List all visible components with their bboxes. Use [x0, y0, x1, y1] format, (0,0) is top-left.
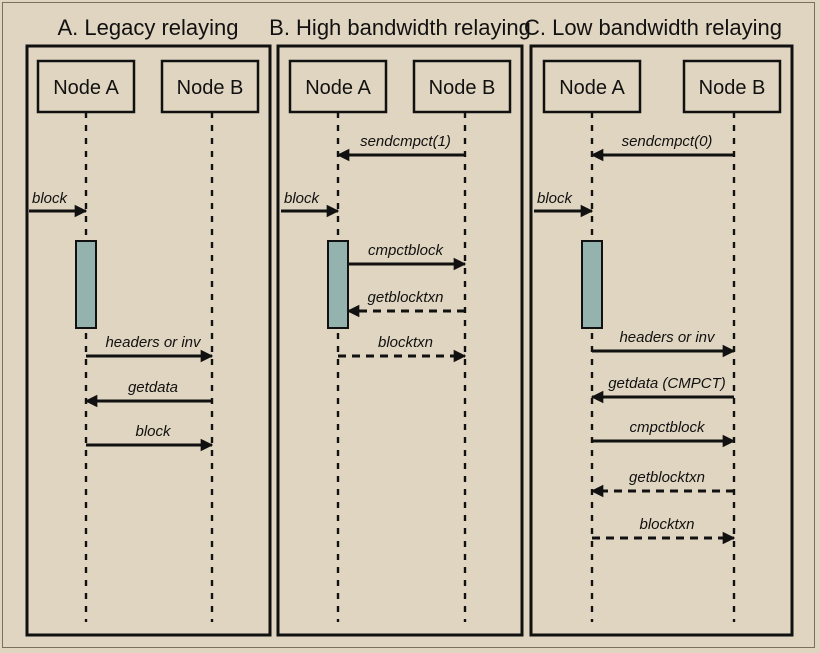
message-label: block: [135, 423, 172, 440]
node-box-border: [682, 59, 782, 114]
message-label: block: [32, 190, 69, 207]
activation-bar: [327, 240, 349, 329]
panel-border: [276, 44, 524, 637]
node-b-box: Node B: [682, 59, 782, 114]
message-label: sendcmpct(1): [360, 133, 451, 150]
incoming-block-message: block: [534, 190, 594, 218]
node-b-box: Node B: [160, 59, 260, 114]
message-label: getdata (CMPCT): [608, 375, 726, 392]
node-box-border: [160, 59, 260, 114]
message-label: cmpctblock: [629, 419, 706, 436]
message-cmpctblock: cmpctblock: [592, 419, 736, 448]
message-getdata: getdata: [84, 379, 212, 408]
node-box-border: [36, 59, 136, 114]
panel-title: A. Legacy relaying: [58, 15, 239, 40]
node-label: Node A: [53, 77, 119, 99]
activation-bar: [581, 240, 603, 329]
panel-title: C. Low bandwidth relaying: [524, 15, 782, 40]
activation-bar: [75, 240, 97, 329]
message-sendcmpct: sendcmpct(1): [336, 133, 465, 162]
message-label: blocktxn: [639, 516, 694, 533]
message-cmpctblock: cmpctblock: [348, 242, 467, 271]
message-sendcmpct: sendcmpct(0): [590, 133, 734, 162]
message-label: getdata: [128, 379, 178, 396]
node-label: Node B: [699, 77, 766, 99]
incoming-block-message: block: [281, 190, 340, 218]
panel-border: [529, 44, 794, 637]
node-b-box: Node B: [412, 59, 512, 114]
node-a-box: Node A: [542, 59, 642, 114]
node-box-border: [542, 59, 642, 114]
node-label: Node B: [429, 77, 496, 99]
message-getdata-cmpct: getdata (CMPCT): [590, 375, 734, 404]
node-a-box: Node A: [36, 59, 136, 114]
panel-title: B. High bandwidth relaying: [269, 15, 531, 40]
message-label: sendcmpct(0): [622, 133, 713, 150]
incoming-block-message: block: [29, 190, 88, 218]
node-label: Node A: [559, 77, 625, 99]
node-box-border: [412, 59, 512, 114]
message-label: blocktxn: [378, 334, 433, 351]
panel-border: [25, 44, 272, 637]
node-label: Node A: [305, 77, 371, 99]
message-getblocktxn: getblocktxn: [346, 289, 465, 318]
message-label: headers or inv: [619, 329, 716, 346]
message-label: cmpctblock: [368, 242, 445, 259]
message-label: block: [537, 190, 574, 207]
message-headers-or-inv: headers or inv: [86, 334, 214, 363]
node-box-border: [288, 59, 388, 114]
message-label: headers or inv: [105, 334, 202, 351]
message-block: block: [86, 423, 214, 452]
message-label: block: [284, 190, 321, 207]
message-label: getblocktxn: [629, 469, 705, 486]
message-blocktxn: blocktxn: [338, 334, 467, 363]
message-blocktxn: blocktxn: [592, 516, 736, 545]
node-a-box: Node A: [288, 59, 388, 114]
message-getblocktxn: getblocktxn: [590, 469, 734, 498]
message-label: getblocktxn: [368, 289, 444, 306]
message-headers-or-inv: headers or inv: [592, 329, 736, 358]
node-label: Node B: [177, 77, 244, 99]
